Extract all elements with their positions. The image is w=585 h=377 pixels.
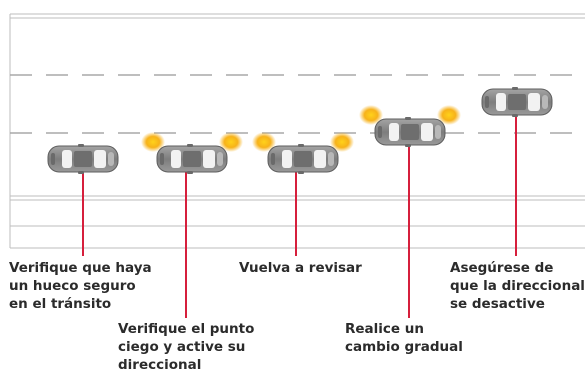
- rear-turn-signal-glow: [252, 132, 276, 152]
- rear-turn-signal-glow: [359, 105, 383, 125]
- car-icon: [47, 143, 119, 175]
- car-icon: [374, 116, 446, 148]
- car-icon: [156, 143, 228, 175]
- road: [9, 13, 585, 249]
- step-5: [481, 86, 553, 256]
- car-icon: [481, 86, 553, 118]
- step-label: Vuelva a revisar: [239, 260, 362, 276]
- step-1: [47, 143, 119, 256]
- steps: [47, 86, 553, 318]
- front-turn-signal-glow: [437, 105, 461, 125]
- step-4: [359, 105, 461, 318]
- car-icon: [267, 143, 339, 175]
- step-label: Realice un cambio gradual: [345, 321, 463, 355]
- step-label: Verifique que haya un hueco seguro en el…: [9, 260, 152, 312]
- rear-turn-signal-glow: [141, 132, 165, 152]
- step-2: [141, 132, 243, 318]
- front-turn-signal-glow: [330, 132, 354, 152]
- step-label: Verifique el punto ciego y active su dir…: [118, 321, 255, 373]
- front-turn-signal-glow: [219, 132, 243, 152]
- step-3: [252, 132, 354, 256]
- step-label: Asegúrese de que la direccional se desac…: [450, 260, 585, 312]
